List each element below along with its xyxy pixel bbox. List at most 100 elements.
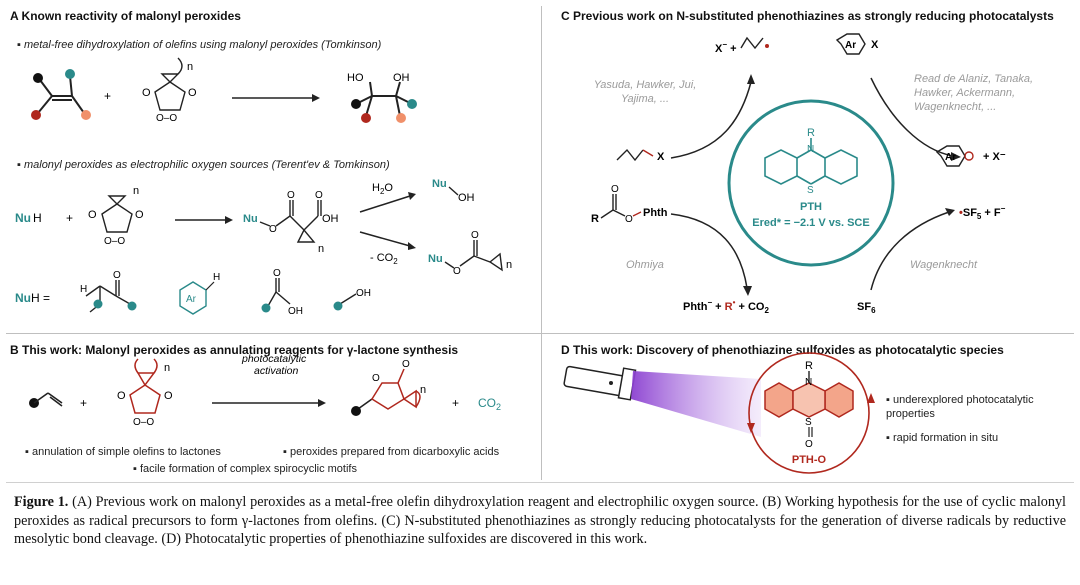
figure-label: Figure 1. [14, 494, 69, 510]
svg-text:O: O [135, 209, 144, 221]
svg-text:O: O [471, 230, 479, 241]
svg-text:O: O [142, 87, 151, 99]
wagenknecht-reference: Wagenknecht [910, 259, 978, 271]
panel-b-bullet-2: ▪ peroxides prepared from dicarboxylic a… [283, 446, 500, 458]
svg-text:+: + [80, 396, 87, 410]
svg-text:Nu: Nu [15, 211, 31, 225]
svg-text:CO2: CO2 [478, 396, 501, 412]
svg-text:O–O: O–O [104, 236, 125, 247]
panel-a-bullet-2-text: malonyl peroxides as electrophilic oxyge… [23, 159, 390, 171]
ered-label: Ered* = −2.1 V vs. SCE [752, 217, 869, 229]
svg-text:n: n [318, 243, 324, 255]
svg-text:O: O [805, 439, 813, 450]
tetrasubstituted-olefin [37, 75, 85, 114]
svg-text:R: R [591, 213, 599, 225]
svg-text:OH: OH [356, 288, 371, 299]
svg-text:OH: OH [458, 192, 475, 204]
bottom-divider [6, 482, 1074, 483]
ar-radical-text: + X⁻ [983, 151, 1006, 163]
svg-text:O: O [287, 190, 295, 201]
svg-text:n: n [506, 259, 512, 271]
arrow-label-1: photocatalytic [241, 353, 307, 365]
svg-text:R: R [805, 360, 813, 372]
panel-d-bullet-2-text: rapid formation in situ [892, 432, 999, 444]
panel-d-bullet-1: ▪ underexplored photocatalytic propertie… [886, 394, 1034, 420]
svg-text:Nu: Nu [432, 178, 447, 190]
horizontal-divider [6, 333, 1074, 334]
panel-a-bullet-1: ▪ metal-free dihydroxylation of olefins … [17, 39, 382, 51]
svg-text:OH: OH [288, 306, 303, 317]
left-references: Yasuda, Hawker, Jui, Yajima, ... [593, 79, 697, 105]
diol-ho: HO [347, 72, 364, 84]
svg-text:O: O [269, 224, 277, 235]
pth-label: PTH [800, 201, 822, 213]
svg-text:Ar: Ar [945, 152, 956, 163]
flashlight-icon [563, 365, 637, 401]
svg-text:O: O [117, 390, 126, 402]
svg-text:N: N [805, 377, 812, 388]
svg-text:n: n [187, 61, 193, 73]
panel-c-title: C Previous work on N-substituted phenoth… [561, 9, 1054, 23]
svg-text:O: O [164, 390, 173, 402]
svg-text:H: H [213, 272, 220, 283]
svg-text:X: X [871, 39, 879, 51]
vertical-divider [541, 6, 542, 480]
svg-text:Phth− + R• + CO2: Phth− + R• + CO2 [683, 298, 769, 315]
svg-text:OH: OH [322, 213, 339, 225]
svg-text:n: n [420, 384, 426, 396]
h2o-label: H2O [372, 182, 393, 196]
svg-text:Nu: Nu [428, 253, 443, 265]
svg-text:n: n [133, 185, 139, 197]
svg-text:O: O [402, 359, 410, 370]
svg-text:O: O [372, 373, 380, 384]
pth-o-label: PTH-O [792, 454, 827, 466]
right-references: Read de Alaniz, Tanaka, Hawker, Ackerman… [914, 73, 1034, 113]
svg-text:Nu: Nu [243, 213, 258, 225]
panel-b-bullet-2-text: peroxides prepared from dicarboxylic aci… [289, 446, 500, 458]
svg-text:NuH =: NuH = [15, 291, 50, 305]
panel-d-title: D This work: Discovery of phenothiazine … [561, 343, 1004, 357]
panel-b-bullet-1: ▪ annulation of simple olefins to lacton… [25, 446, 221, 458]
svg-text:•SF5 + F−: •SF5 + F− [959, 204, 1006, 221]
svg-text:S: S [807, 185, 814, 196]
svg-text:Ar: Ar [186, 294, 197, 305]
svg-text:+: + [66, 211, 73, 225]
svg-text:SF6: SF6 [857, 301, 876, 315]
svg-text:O: O [625, 214, 633, 225]
svg-text:O: O [188, 87, 197, 99]
svg-text:N: N [807, 144, 814, 155]
svg-text:O: O [88, 209, 97, 221]
panel-b-scheme: + O O O–O n photocatalytic activation O … [29, 353, 501, 428]
panel-b-bullet-3-text: facile formation of complex spirocyclic … [139, 463, 357, 475]
svg-text:H: H [33, 211, 42, 225]
svg-text:O: O [113, 270, 121, 281]
panel-b-bullet-3: ▪ facile formation of complex spirocycli… [133, 463, 357, 475]
phth-text: Phth [643, 207, 668, 219]
svg-text:S: S [805, 417, 812, 428]
svg-text:O: O [611, 184, 619, 195]
svg-text:O: O [453, 266, 461, 277]
panel-b-title: B This work: Malonyl peroxides as annula… [10, 343, 459, 357]
svg-text:H: H [80, 284, 87, 295]
panel-a-bullet-1-text: metal-free dihydroxylation of olefins us… [23, 39, 382, 51]
ohmiya-reference: Ohmiya [626, 259, 664, 271]
svg-text:O: O [273, 268, 281, 279]
svg-text:Ar: Ar [845, 40, 856, 51]
svg-text:O–O: O–O [133, 417, 154, 428]
svg-text:- CO2: - CO2 [370, 252, 398, 266]
svg-text:OH: OH [393, 72, 410, 84]
svg-text:+: + [452, 396, 459, 410]
panel-c-scheme: R N S PTH Ered* = −2.1 V vs. SCE X− + Ar… [591, 33, 1006, 315]
figure-caption-text: (A) Previous work on malonyl peroxides a… [14, 494, 1066, 547]
panel-d-bullet-2: ▪ rapid formation in situ [886, 432, 999, 444]
panel-d-bullet-1-text: underexplored photocatalytic properties [886, 394, 1034, 420]
panel-d-scheme: R N S O PTH-O [563, 352, 875, 474]
svg-text:O: O [315, 190, 323, 201]
panel-a-bullet-2: ▪ malonyl peroxides as electrophilic oxy… [17, 159, 390, 171]
figure-caption: Figure 1. (A) Previous work on malonyl p… [14, 493, 1066, 549]
svg-text:n: n [164, 362, 170, 374]
panel-b-bullet-1-text: annulation of simple olefins to lactones [31, 446, 221, 458]
svg-text:O–O: O–O [156, 113, 177, 124]
svg-text:+: + [104, 89, 111, 103]
